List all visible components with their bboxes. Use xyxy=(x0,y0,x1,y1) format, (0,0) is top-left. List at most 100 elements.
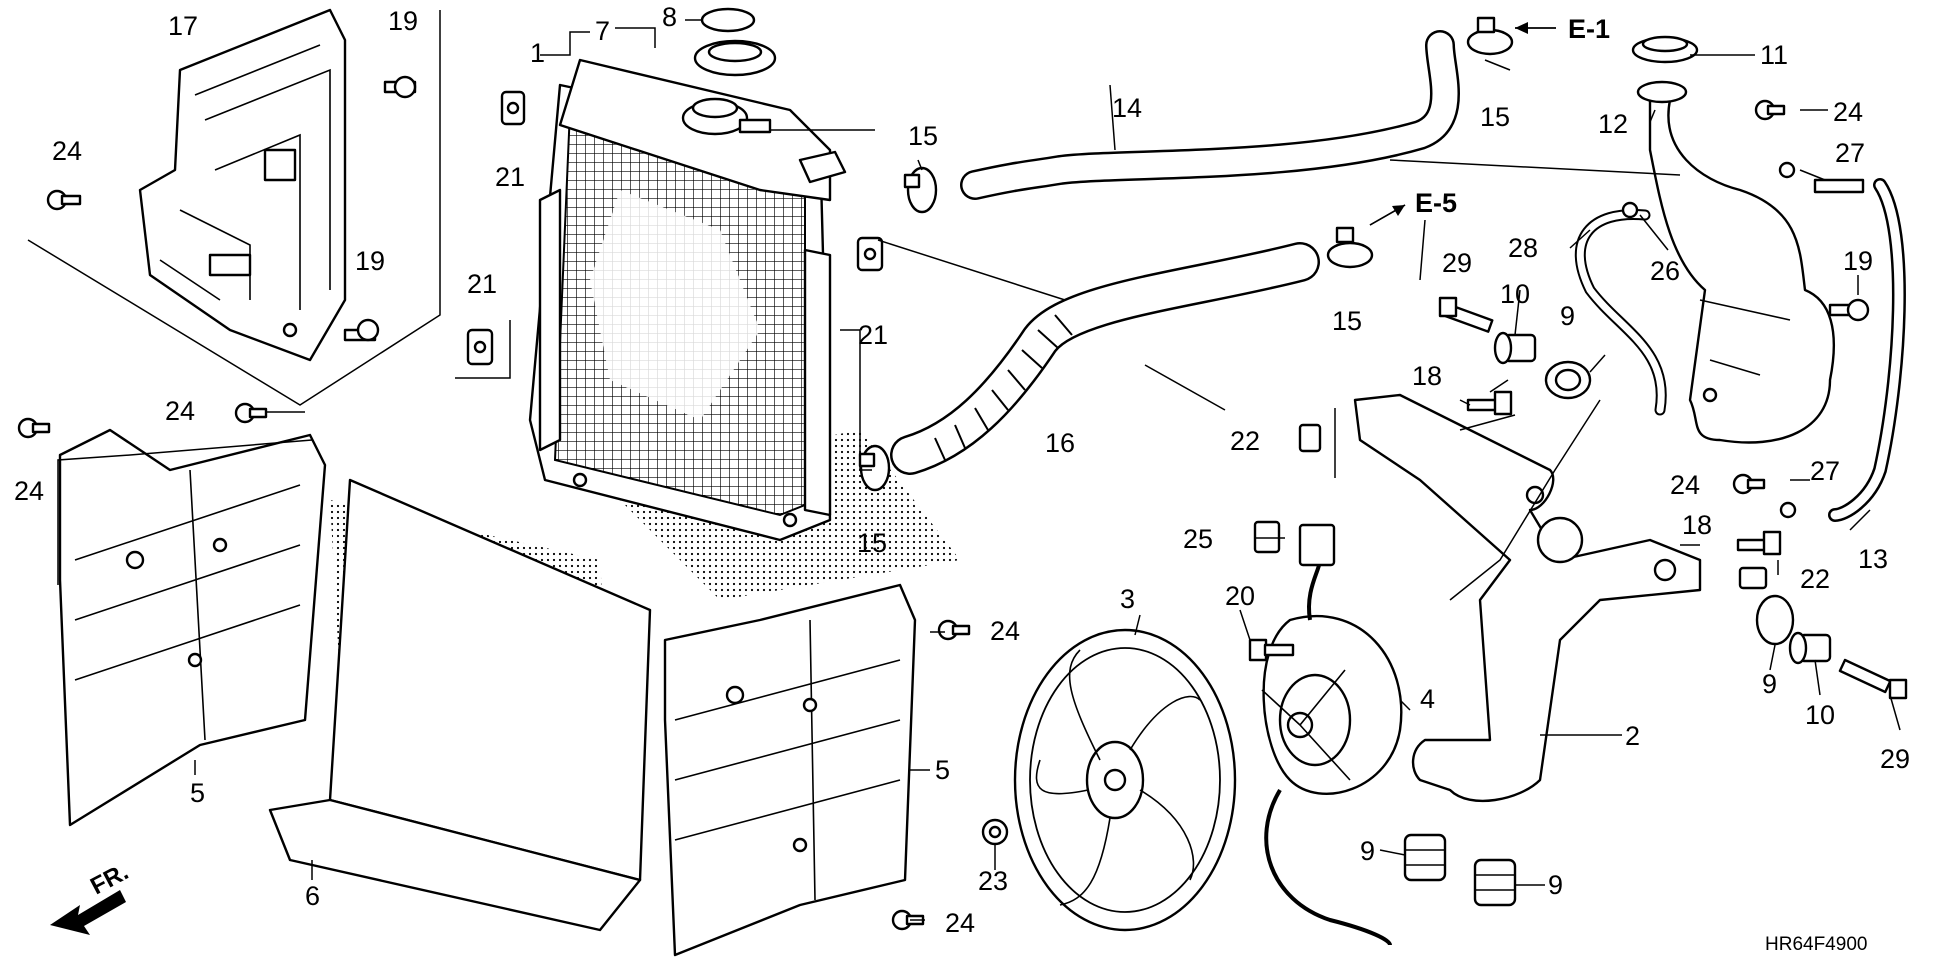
fan-shroud-2 xyxy=(1353,393,1702,803)
ref-arrow-e1 xyxy=(1515,22,1556,34)
callout-19b: 19 xyxy=(355,246,385,276)
clip-22b xyxy=(1738,566,1768,590)
callout-15b: 15 xyxy=(857,528,887,558)
radiator-cap-7 xyxy=(693,39,777,77)
callout-1: 1 xyxy=(530,38,545,68)
fan-motor-4 xyxy=(1261,523,1403,946)
callout-15c: 15 xyxy=(1332,306,1362,336)
side-cover-5b xyxy=(663,583,917,957)
callout-9b: 9 xyxy=(1762,669,1777,699)
callout-27a: 27 xyxy=(1835,138,1865,168)
callout-7: 7 xyxy=(595,16,610,46)
callout-13: 13 xyxy=(1858,544,1888,574)
callout-29b: 29 xyxy=(1880,744,1910,774)
callout-21b: 21 xyxy=(467,269,497,299)
screw-24b xyxy=(234,402,268,424)
callout-10b: 10 xyxy=(1805,700,1835,730)
callout-27b: 27 xyxy=(1810,456,1840,486)
callout-28: 28 xyxy=(1508,233,1538,263)
callout-18a: 18 xyxy=(1412,361,1442,391)
callout-10a: 10 xyxy=(1500,279,1530,309)
callout-20: 20 xyxy=(1225,581,1255,611)
o-ring-8 xyxy=(700,7,756,33)
callout-29a: 29 xyxy=(1442,248,1472,278)
callout-18b: 18 xyxy=(1682,510,1712,540)
rubber-mount-9b xyxy=(1755,594,1795,646)
bolt-29b xyxy=(1838,658,1908,700)
radiator-grille-6 xyxy=(268,478,652,932)
bolt-18a xyxy=(1466,390,1513,416)
radiator-1 xyxy=(528,58,960,600)
callout-21a: 21 xyxy=(495,162,525,192)
front-label: FR. xyxy=(86,858,133,900)
diagram-code: HR64F4900 xyxy=(1765,934,1867,955)
tank-cap-11 xyxy=(1631,35,1699,64)
callout-21c: 21 xyxy=(858,320,888,350)
callout-16: 16 xyxy=(1045,428,1075,458)
callout-24e: 24 xyxy=(1670,470,1700,500)
upper-hose-14 xyxy=(960,30,1460,200)
callout-15a: 15 xyxy=(908,121,938,151)
callout-5b: 5 xyxy=(935,755,950,785)
callout-19a: 19 xyxy=(388,6,418,36)
callout-24a: 24 xyxy=(52,136,82,166)
screw-24d xyxy=(1754,99,1786,121)
cooling-fan-3 xyxy=(1013,628,1237,932)
nut-23 xyxy=(981,818,1009,846)
callout-5a: 5 xyxy=(190,778,205,808)
callout-2: 2 xyxy=(1625,721,1640,751)
callout-24c: 24 xyxy=(14,476,44,506)
callout-11: 11 xyxy=(1760,40,1788,70)
clip-21a xyxy=(500,90,526,126)
callout-14: 14 xyxy=(1112,93,1142,123)
clip-27b xyxy=(1779,501,1797,519)
callout-9d: 9 xyxy=(1548,870,1563,900)
leader-lines xyxy=(194,19,1901,921)
hose-clamp-15d xyxy=(1466,16,1514,56)
reference-e5: E-5 xyxy=(1415,188,1457,218)
hose-clamp-15c xyxy=(1326,226,1374,269)
collar-10b xyxy=(1788,631,1832,665)
callout-26: 26 xyxy=(1650,256,1680,286)
bolt-18b xyxy=(1736,530,1782,556)
clip-21b xyxy=(466,328,494,366)
clip-26 xyxy=(1621,201,1639,219)
screw-24c xyxy=(17,417,51,439)
bolt-29a xyxy=(1438,296,1494,333)
callout-24d: 24 xyxy=(1833,97,1863,127)
bracket-17 xyxy=(27,8,441,406)
screw-24f xyxy=(937,619,971,641)
callout-4: 4 xyxy=(1420,684,1435,714)
rubber-mount-9a xyxy=(1544,360,1592,400)
lower-hose-16 xyxy=(890,242,1320,475)
screw-19a xyxy=(383,75,417,99)
callout-24b: 24 xyxy=(165,396,195,426)
callout-12: 12 xyxy=(1598,109,1628,139)
overflow-tube-28 xyxy=(1574,208,1667,416)
rubber-mount-9c xyxy=(1403,833,1447,882)
callout-24f: 24 xyxy=(990,616,1020,646)
reference-e1: E-1 xyxy=(1568,14,1610,44)
side-cover-5a xyxy=(58,428,327,827)
callout-labels: 1 2 3 4 5 5 6 7 8 9 9 9 9 10 10 11 12 13… xyxy=(14,2,1910,955)
callout-24g: 24 xyxy=(945,908,975,938)
callout-17: 17 xyxy=(168,11,198,41)
callout-15d: 15 xyxy=(1480,102,1510,132)
callout-22a: 22 xyxy=(1230,426,1260,456)
screw-24a xyxy=(46,189,82,211)
collar-10a xyxy=(1493,331,1537,365)
hose-clamp-15b xyxy=(858,444,891,492)
ref-arrow-e5 xyxy=(1369,204,1406,226)
callout-8: 8 xyxy=(662,2,677,32)
tube-joint xyxy=(1813,178,1865,194)
callout-19c: 19 xyxy=(1843,246,1873,276)
front-direction-arrow xyxy=(50,890,126,935)
rubber-mount-9d xyxy=(1473,858,1517,907)
bolt-20 xyxy=(1248,638,1295,662)
screw-19c xyxy=(1828,298,1870,322)
callout-9c: 9 xyxy=(1360,836,1375,866)
callout-3: 3 xyxy=(1120,584,1135,614)
clip-22a xyxy=(1298,423,1322,453)
